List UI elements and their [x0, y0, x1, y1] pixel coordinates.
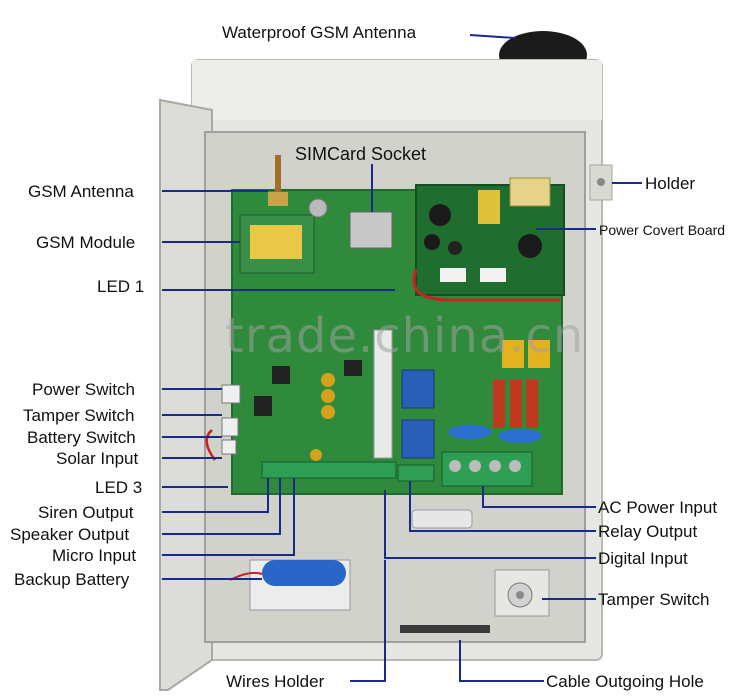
- label-gsm-module: GSM Module: [36, 233, 136, 252]
- label-battery-switch: Battery Switch: [27, 428, 136, 447]
- label-gsm-antenna: GSM Antenna: [28, 182, 134, 201]
- label-siren-output: Siren Output: [38, 503, 134, 522]
- label-led-1: LED 1: [97, 277, 145, 296]
- watermark: trade.china.cn: [225, 308, 585, 364]
- label-relay-output: Relay Output: [598, 522, 698, 541]
- label-cable-outgoing-hole: Cable Outgoing Hole: [546, 672, 704, 691]
- label-power-switch: Power Switch: [32, 380, 135, 399]
- label-tamper-switch-right: Tamper Switch: [598, 590, 710, 609]
- label-backup-battery: Backup Battery: [14, 570, 130, 589]
- enclosure-door: [159, 98, 213, 691]
- label-holder: Holder: [645, 174, 696, 193]
- tamper-switch-housing: [494, 569, 550, 617]
- label-simcard-socket: SIMCard Socket: [295, 144, 427, 164]
- label-ac-power-input: AC Power Input: [598, 498, 718, 517]
- cable-outgoing-hole: [400, 625, 490, 633]
- relay-2: [401, 419, 435, 459]
- label-led-3: LED 3: [95, 478, 143, 497]
- label-micro-input: Micro Input: [52, 546, 137, 565]
- label-wires-holder: Wires Holder: [226, 672, 325, 691]
- label-tamper-switch-left: Tamper Switch: [23, 406, 135, 425]
- label-speaker-output: Speaker Output: [10, 525, 130, 544]
- terminal-strip: [261, 461, 397, 479]
- sim-socket: [349, 211, 393, 249]
- label-digital-input: Digital Input: [598, 549, 688, 568]
- label-solar-input: Solar Input: [56, 449, 139, 468]
- label-waterproof-gsm-antenna: Waterproof GSM Antenna: [222, 23, 417, 42]
- relay-1: [401, 369, 435, 409]
- label-power-covert-board: Power Covert Board: [599, 222, 726, 238]
- wire-clip: [411, 509, 473, 529]
- backup-battery: [262, 560, 346, 586]
